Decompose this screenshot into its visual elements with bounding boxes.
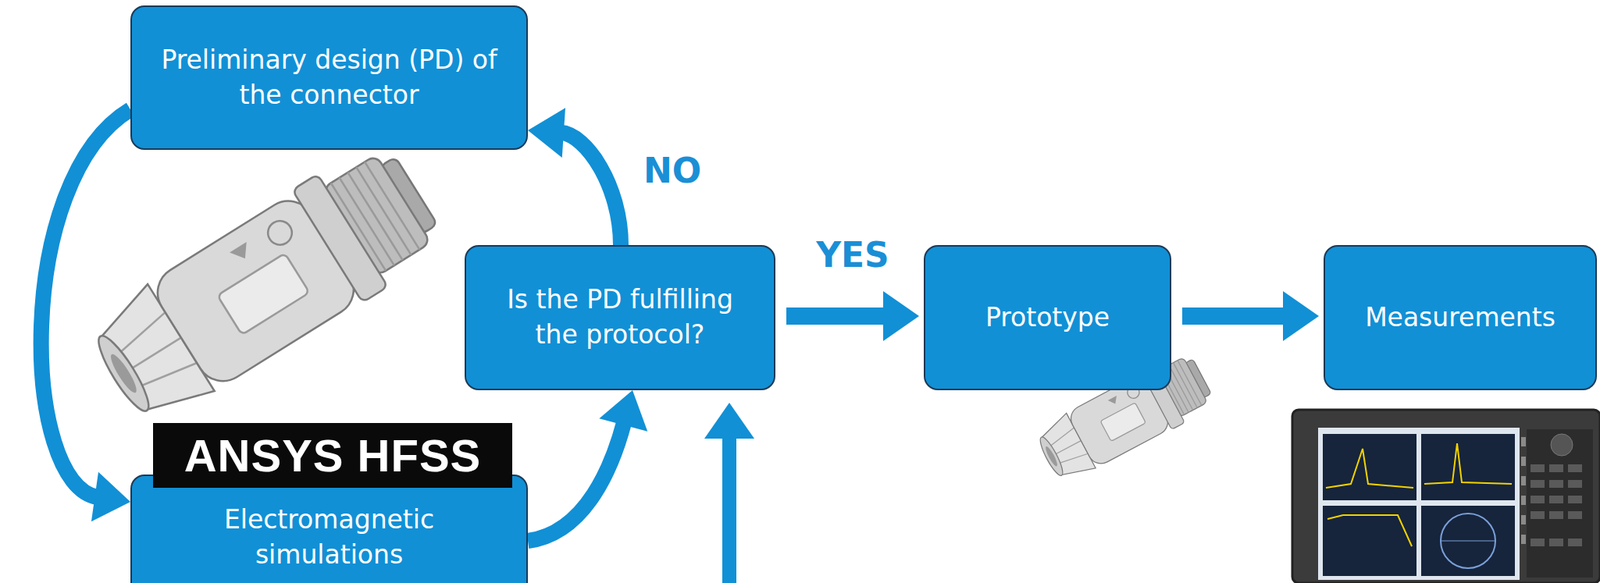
- box-text: Measurements: [1364, 300, 1556, 336]
- arrow-shaft: [786, 307, 887, 325]
- decision-box: Is the PD fulfilling the protocol?: [464, 245, 776, 391]
- arrow-shaft: [41, 109, 131, 498]
- box-text: Prototype: [985, 300, 1110, 336]
- process-box: Preliminary design (PD) of the connector: [130, 5, 528, 150]
- box-text: Preliminary design (PD) of the connector: [157, 42, 502, 113]
- process-box: Measurements: [1323, 245, 1597, 391]
- flow-arrow: [786, 291, 920, 342]
- arrowhead: [598, 390, 648, 432]
- arrow-shaft: [1182, 307, 1287, 325]
- connector-illustration: [79, 134, 452, 436]
- arrow-shaft: [527, 422, 624, 542]
- software-logo: ANSYS HFSS: [153, 423, 513, 489]
- arrowhead: [91, 472, 131, 522]
- arrowhead: [527, 107, 566, 158]
- flow-arrow: [41, 109, 131, 522]
- process-box: Prototype: [923, 245, 1172, 391]
- arrowhead: [1282, 291, 1319, 342]
- box-text: Electromagnetic simulations: [173, 502, 486, 573]
- flow-arrow: [527, 390, 648, 542]
- flow-arrow: [527, 107, 621, 246]
- flow-arrow: [1182, 291, 1319, 342]
- box-text: Is the PD fulfilling the protocol?: [483, 282, 757, 353]
- arrowhead: [883, 291, 920, 342]
- process-box: Electromagnetic simulations: [130, 474, 528, 583]
- arrow-shaft: [560, 132, 621, 246]
- incoming-arrow: [704, 402, 755, 583]
- edge-label: YES: [816, 236, 890, 275]
- network-analyzer: [1292, 409, 1600, 583]
- edge-label: NO: [643, 152, 702, 190]
